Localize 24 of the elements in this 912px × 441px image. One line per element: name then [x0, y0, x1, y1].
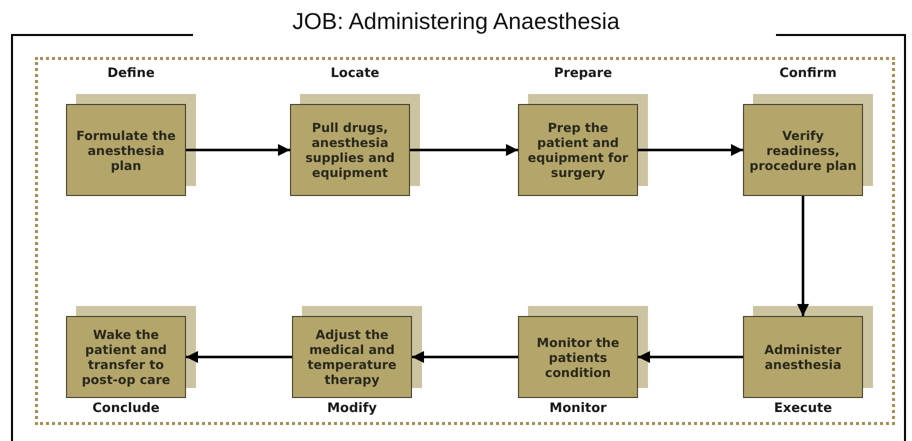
arrow — [638, 351, 743, 363]
stage-label: Locate — [330, 66, 380, 81]
stage-label: Define — [106, 66, 156, 81]
title: JOB: Administering Anaesthesia — [292, 8, 620, 35]
arrow — [186, 144, 290, 156]
step-text: Administer anesthesia — [763, 342, 843, 372]
stage-label: Modify — [326, 401, 378, 416]
stage-label: Execute — [772, 401, 834, 416]
step-text: Pull drugs, anesthesia supplies and equipment — [304, 120, 396, 180]
stage-label: Monitor — [548, 401, 608, 416]
stage-label: Confirm — [778, 66, 838, 81]
step-text: Wake the patient and transfer to post-op care — [80, 327, 172, 387]
stage-label: Conclude — [91, 401, 161, 416]
stage-label: Prepare — [552, 66, 614, 81]
arrow — [638, 144, 743, 156]
step-text: Adjust the medical and temperature therapy — [306, 327, 398, 387]
step-text: Formulate the anesthesia plan — [75, 128, 177, 172]
arrow — [186, 351, 292, 363]
arrow — [797, 196, 809, 316]
step-text: Monitor the patients condition — [536, 334, 620, 380]
arrow — [410, 144, 518, 156]
step-text: Prep the patient and equipment for surgery — [526, 120, 630, 180]
step-text: Verify readiness, procedure plan — [748, 128, 858, 172]
arrow — [412, 351, 518, 363]
